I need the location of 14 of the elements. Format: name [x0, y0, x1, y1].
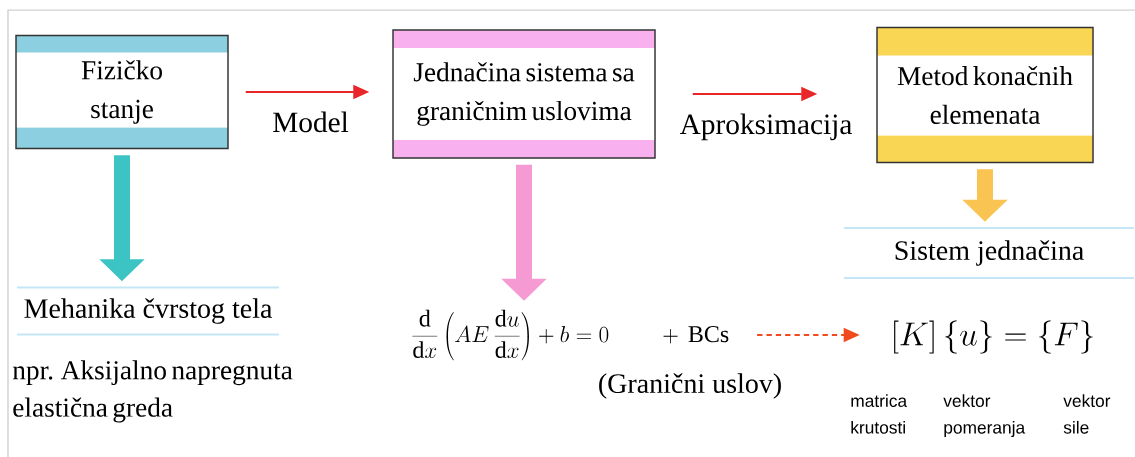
text-band: Sistem jednačina	[843, 227, 1135, 279]
node-label: (Granični uslov)	[599, 373, 781, 399]
text-band: Mehanika čvrstog tela	[16, 286, 280, 336]
edge-label: Model	[273, 111, 349, 133]
process-box: Metod konačnih elemenata	[876, 26, 1094, 164]
edge-label: Aproksimacija	[679, 113, 852, 141]
node-label: npr. Aksijalno napregnuta elastična greda	[12, 360, 293, 423]
equation: $\left[K\right]\left\{u\right\}=\left\{F\right\}$	[894, 320, 1093, 354]
process-box: Jednačina sistema sa graničnim uslovima	[392, 29, 656, 159]
equation: $\frac{\mathrm{d}}{\mathrm{d}x}\left(AE\,\frac{\mathrm{d}u}{\mathrm{d}x}\right)+b=0\qquad+\,\mathrm{BCs}$	[412, 309, 729, 361]
annotation: vektor sile	[1063, 394, 1111, 434]
annotation: matrica krutosti	[851, 394, 908, 434]
process-box: Fizičko stanje	[15, 34, 229, 150]
annotation: vektor pomeranja	[943, 394, 1026, 438]
